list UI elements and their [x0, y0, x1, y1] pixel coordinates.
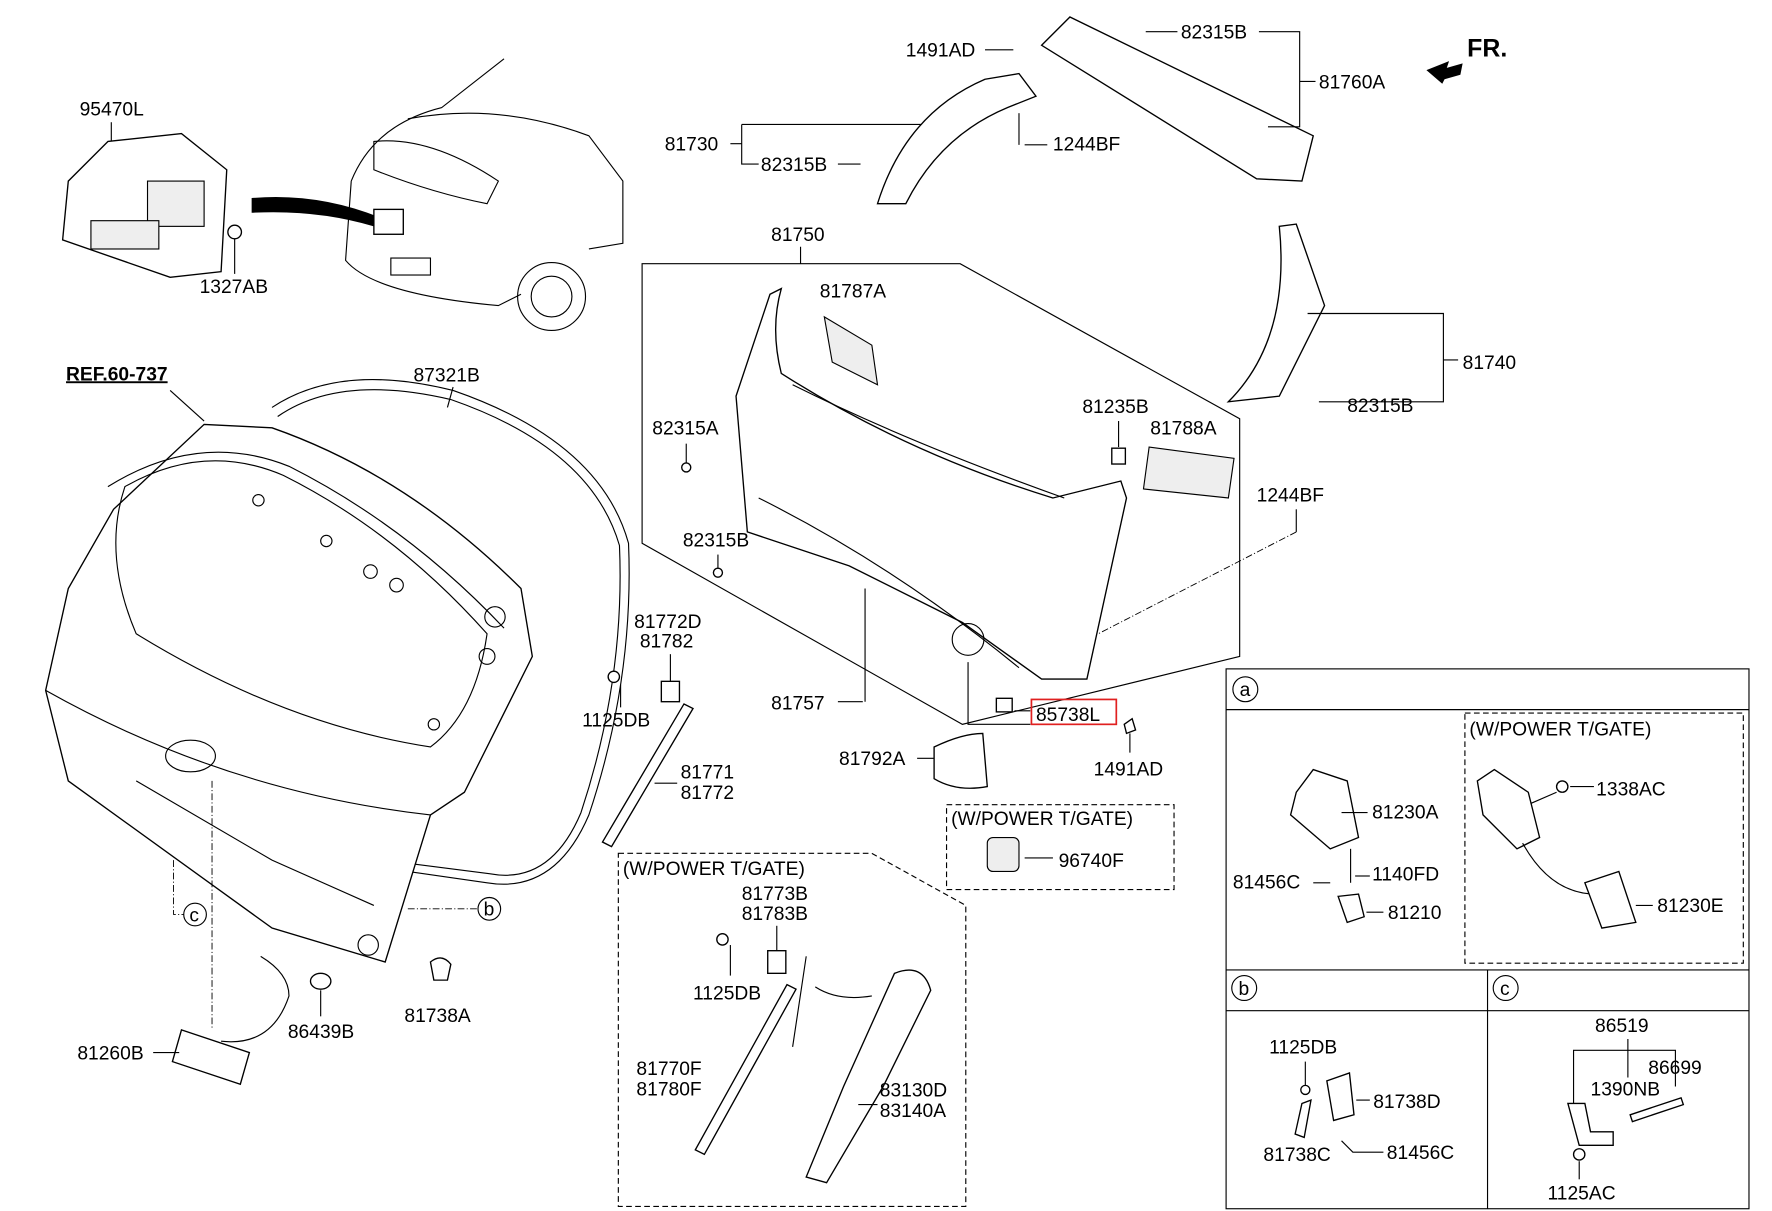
side-trim-drawing [876, 72, 1038, 205]
power-latch-drawing [1476, 768, 1541, 850]
part-label: 1125AC [1548, 1184, 1616, 1205]
part-label: 1327AB [200, 277, 268, 298]
panel-b-marker [1231, 975, 1258, 1002]
part-label: 82315B [1347, 396, 1413, 417]
grille-drawing [1142, 446, 1235, 499]
part-label: 82315B [1181, 22, 1247, 43]
part-label: 81780F [636, 1080, 701, 1101]
part-label: 81230E [1657, 896, 1723, 917]
highlight-box [1030, 698, 1118, 726]
part-label: 1491AD [906, 41, 976, 62]
part-label: 81740 [1463, 353, 1517, 374]
part-label: 81738C [1263, 1145, 1330, 1166]
part-label: 81772D [634, 612, 701, 633]
part-label: 81235B [1082, 397, 1148, 418]
upper-trim-drawing [1040, 16, 1315, 182]
callout-label: b [484, 900, 495, 921]
part-label: 81787A [820, 282, 886, 303]
bracket-drawing [1567, 1102, 1614, 1147]
power-tailgate-box [1464, 712, 1744, 964]
panel-title: a [1240, 680, 1251, 701]
power-tailgate-box [945, 804, 1175, 891]
part-label: 1125DB [582, 711, 650, 732]
panel-title: c [1500, 979, 1510, 1000]
part-label: 81772 [681, 783, 735, 804]
part-label: 1390NB [1591, 1080, 1661, 1101]
part-label: 81730 [665, 135, 719, 156]
bracket-drawing [805, 969, 932, 1184]
actuator-drawing [1583, 870, 1637, 929]
front-direction-label: FR. [1467, 35, 1507, 63]
part-label: 82315B [761, 155, 827, 176]
panel-c-marker [1492, 975, 1519, 1002]
part-label: 1244BF [1053, 135, 1120, 156]
part-label: 81750 [771, 225, 825, 246]
box-title: (W/POWER T/GATE) [1469, 720, 1651, 741]
part-label: 81783B [742, 904, 808, 925]
part-label: 81760A [1319, 72, 1385, 93]
part-label: 81456C [1233, 872, 1300, 893]
part-label: 81260B [77, 1043, 143, 1064]
switch-drawing [986, 836, 1020, 873]
part-label: 87321B [413, 365, 479, 386]
part-label: 81771 [681, 763, 735, 784]
part-label: 81738A [404, 1006, 470, 1027]
assembly-group-outline [641, 246, 1241, 725]
side-trim-drawing [1226, 223, 1326, 403]
part-label: 86519 [1595, 1016, 1649, 1037]
part-label: 86699 [1648, 1058, 1702, 1079]
reference-label: REF.60-737 [66, 364, 168, 385]
panel-a-marker [1232, 676, 1259, 703]
part-label: 96740F [1059, 851, 1124, 872]
part-label: 86439B [288, 1022, 354, 1043]
part-label: 81788A [1150, 419, 1216, 440]
power-strut-drawing [694, 983, 797, 1156]
part-label: 1244BF [1257, 485, 1324, 506]
part-label: 81230A [1372, 802, 1438, 823]
location-arrow-icon [251, 197, 380, 227]
front-direction-arrow-icon [1426, 61, 1463, 84]
part-label: 81210 [1388, 903, 1442, 924]
box-title: (W/POWER T/GATE) [623, 859, 805, 880]
latch-drawing [1289, 768, 1360, 850]
part-label: 82315A [652, 419, 718, 440]
part-label: 1125DB [693, 983, 761, 1004]
part-label-highlighted[interactable]: 85738L [1036, 705, 1100, 726]
handle-switch-drawing [171, 955, 290, 1086]
gas-strut-drawing [601, 703, 694, 848]
cover-drawing [933, 732, 989, 789]
part-label: 83140A [880, 1101, 946, 1122]
part-label: 83130D [880, 1081, 947, 1102]
part-label: 1491AD [1094, 759, 1164, 780]
part-label: 82315B [683, 531, 749, 552]
part-label: 81456C [1387, 1143, 1454, 1164]
part-label: 81757 [771, 694, 825, 715]
part-label: 81782 [640, 631, 694, 652]
part-label: 1338AC [1596, 780, 1666, 801]
part-label: 81770F [636, 1059, 701, 1080]
control-module-drawing [61, 122, 243, 278]
bumper-stop-drawing [429, 957, 452, 981]
callout-label: c [189, 905, 199, 926]
part-label: 81792A [839, 749, 905, 770]
weatherstrip-drawing [271, 379, 630, 885]
part-label: 1125DB [1269, 1038, 1337, 1059]
reference-leader [169, 390, 205, 422]
grille-drawing [823, 315, 879, 386]
part-label: 81773B [742, 884, 808, 905]
striker-drawing [1337, 893, 1365, 924]
tailgate-panel-drawing [44, 423, 534, 963]
bumper-drawing [1326, 1071, 1355, 1122]
part-label: 81738D [1373, 1092, 1440, 1113]
callout-b-marker [477, 896, 502, 921]
inner-trim-panel-drawing [735, 287, 1128, 680]
part-label: 95470L [80, 99, 144, 120]
box-title: (W/POWER T/GATE) [951, 809, 1133, 830]
vehicle-rear-drawing [344, 58, 624, 332]
panel-title: b [1239, 979, 1250, 1000]
power-tailgate-box [617, 852, 967, 1208]
part-label: 1140FD [1372, 865, 1439, 886]
